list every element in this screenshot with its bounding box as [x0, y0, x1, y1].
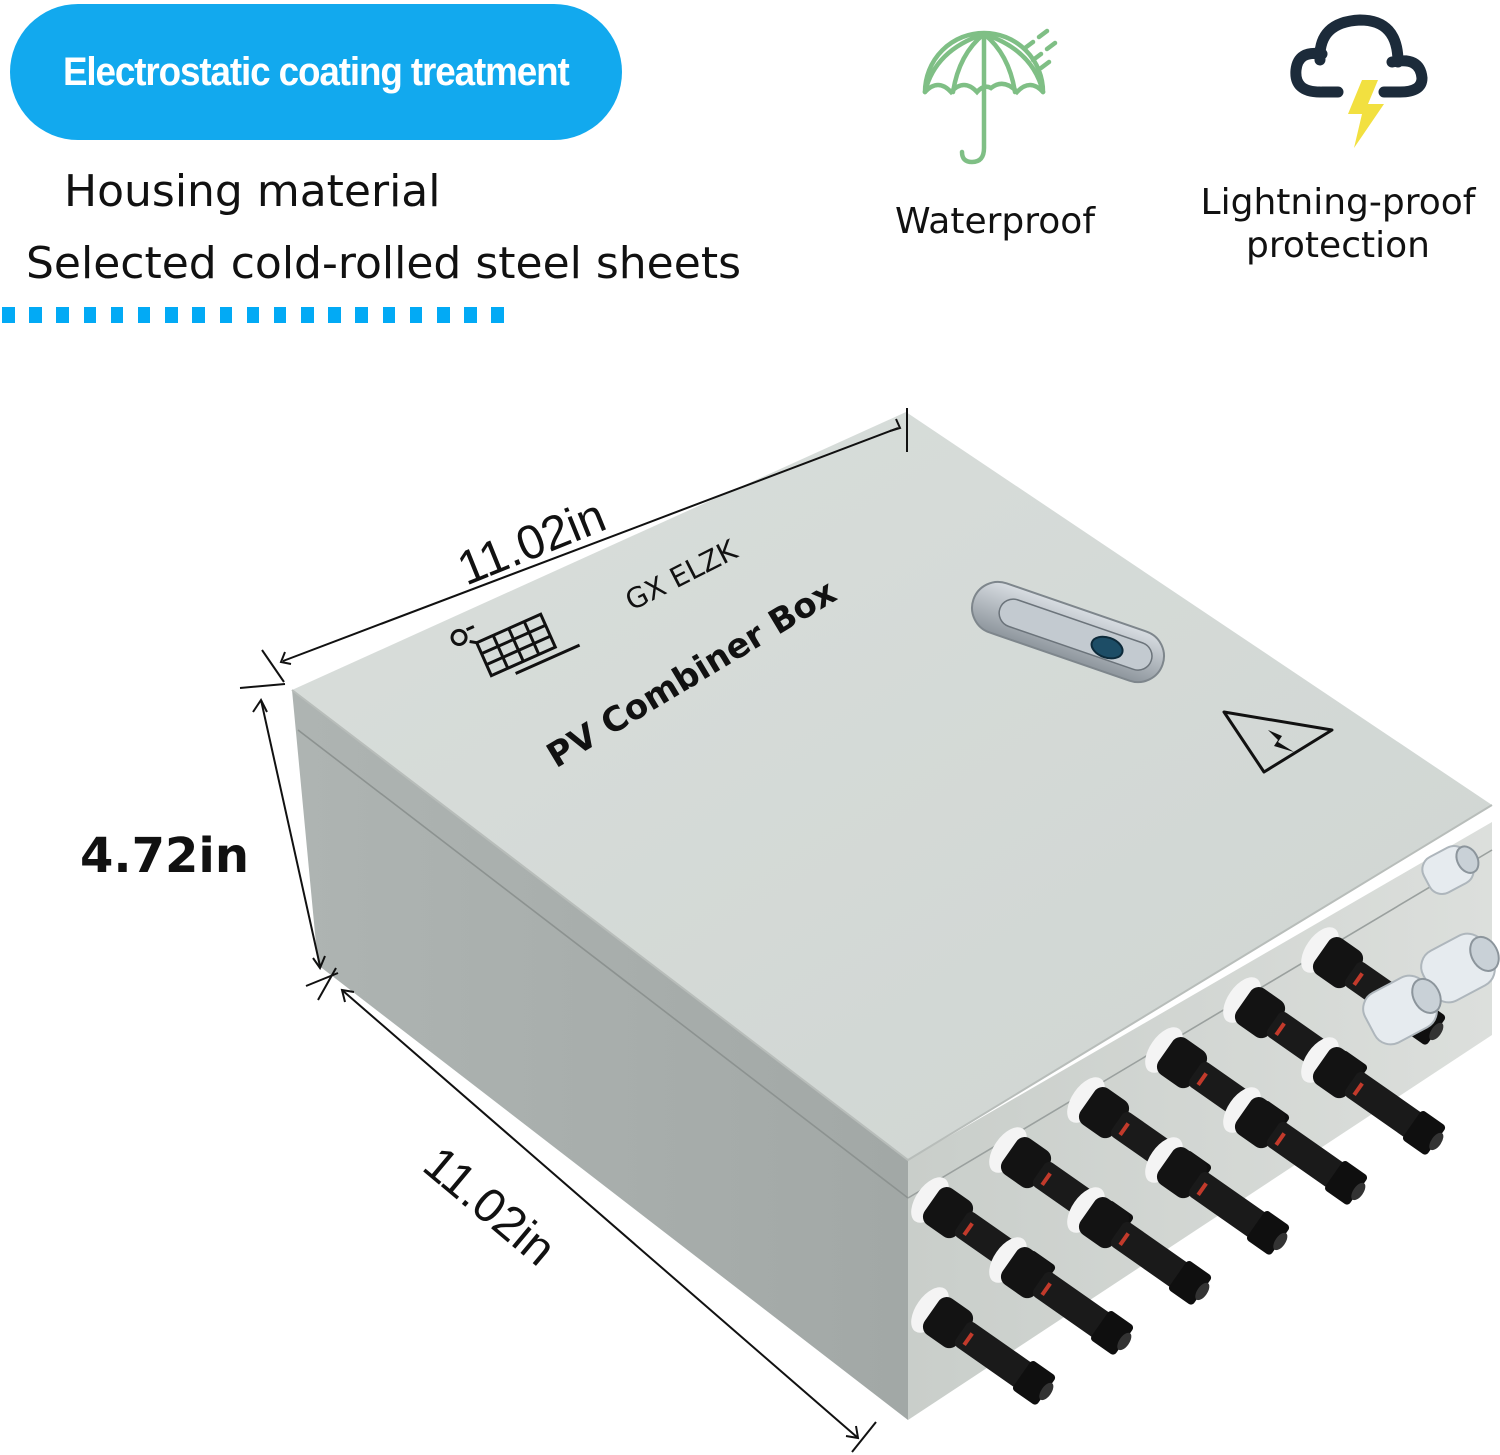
cloud-lightning-icon: [1290, 14, 1428, 148]
door-latch: [971, 580, 1165, 684]
mc4-connector: [911, 1287, 1056, 1405]
divider-dot: [328, 307, 341, 323]
divider-dot: [246, 307, 260, 323]
divider-dot: [137, 307, 151, 323]
divider-dot: [437, 307, 450, 323]
divider-dot: [301, 307, 314, 323]
mc4-connector: [1067, 1187, 1212, 1305]
housing-material-label: Housing material: [64, 166, 441, 217]
mc4-connector: [989, 1237, 1134, 1355]
divider-dot: [409, 307, 423, 323]
umbrella-rain-icon: [922, 28, 1058, 165]
divider-dot: [192, 307, 205, 323]
coating-badge: Electrostatic coating treatment: [10, 4, 622, 140]
mc4-connector: [1301, 1037, 1446, 1155]
housing-material-value: Selected cold-rolled steel sheets: [26, 238, 741, 289]
divider-dot: [382, 307, 396, 323]
divider-dot: [491, 307, 504, 323]
divider-dot: [355, 307, 368, 323]
divider-dot: [165, 307, 178, 323]
divider-dot: [464, 307, 477, 323]
dimension-height-label: 4.72in: [80, 828, 250, 884]
coating-badge-label: Electrostatic coating treatment: [63, 49, 570, 94]
dotted-divider: [2, 307, 504, 323]
divider-dot: [273, 307, 287, 323]
mc4-connector: [1223, 1087, 1368, 1205]
mc4-connector: [1145, 1137, 1290, 1255]
lightning-proof-label: Lightning-proof protection: [1188, 181, 1488, 267]
divider-dot: [56, 307, 69, 323]
divider-dot: [2, 307, 15, 323]
waterproof-label: Waterproof: [894, 201, 1095, 242]
divider-dot: [29, 307, 42, 323]
dimension-lines: [239, 408, 908, 1453]
lightning-proof-line1: Lightning-proof: [1200, 182, 1476, 223]
divider-dot: [83, 307, 97, 323]
high-voltage-warning-icon: [1222, 710, 1334, 774]
solar-panel-logo: [450, 612, 581, 678]
divider-dot: [110, 307, 124, 323]
lightning-proof-line2: protection: [1246, 225, 1430, 266]
divider-dot: [219, 307, 232, 323]
cable-glands: [1362, 845, 1500, 1046]
